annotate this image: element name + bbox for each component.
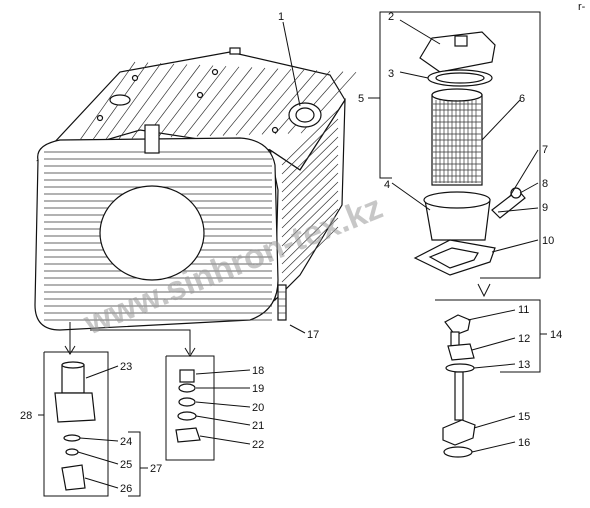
valve-group xyxy=(165,355,215,461)
callout-18: 18 xyxy=(252,365,264,377)
strap-bracket xyxy=(144,124,160,154)
nut-washer xyxy=(443,446,473,458)
hatch-line xyxy=(281,145,339,202)
callout-19: 19 xyxy=(252,383,264,395)
callout-11: 11 xyxy=(518,304,529,316)
hatch-line xyxy=(261,70,318,135)
callout-7: 7 xyxy=(542,144,548,156)
valve-ball xyxy=(178,397,196,407)
callout-numbers: 1 2 3 4 5 6 7 8 9 10 11 12 13 14 15 16 1… xyxy=(20,11,562,495)
callout-13: 13 xyxy=(518,359,530,371)
hatch-line xyxy=(196,67,253,137)
hatch-line xyxy=(170,65,227,138)
callout-16: 16 xyxy=(518,437,530,449)
drain-tap-assembly xyxy=(435,299,541,458)
hatch-line xyxy=(274,70,331,135)
hatch-line xyxy=(183,66,240,138)
hatch-line xyxy=(281,181,339,238)
fitting-ring xyxy=(65,448,79,456)
callout-14: 14 xyxy=(550,329,562,341)
callout-27: 27 xyxy=(150,463,162,475)
valve-cap xyxy=(179,369,195,383)
hatch-line xyxy=(131,64,188,139)
hatch-line xyxy=(281,226,339,283)
callout-3: 3 xyxy=(388,68,394,80)
callout-10: 10 xyxy=(542,235,554,247)
hatch-line xyxy=(281,217,339,274)
hatch-line xyxy=(281,190,339,247)
tap-body xyxy=(447,343,475,361)
hatch-line xyxy=(281,109,339,166)
tap-stem xyxy=(454,371,464,421)
callout-15: 15 xyxy=(518,411,530,423)
callout-17: 17 xyxy=(307,329,319,341)
callout-9: 9 xyxy=(542,202,548,214)
direction-arrow xyxy=(477,283,491,298)
tap-nut xyxy=(442,419,476,446)
tank-side-hatching xyxy=(281,109,339,283)
corner-mark: r- xyxy=(578,1,586,13)
fitting-plug xyxy=(61,464,86,491)
hatch-line xyxy=(79,61,136,141)
tank-inspection-cover xyxy=(99,185,205,281)
hatch-line xyxy=(281,208,339,265)
hatch-line xyxy=(209,67,266,137)
hatch-line xyxy=(281,127,339,184)
callout-4: 4 xyxy=(384,179,390,191)
hatch-line xyxy=(222,68,279,136)
hatch-line xyxy=(118,63,175,140)
hatch-line xyxy=(281,172,339,229)
valve-washer xyxy=(177,411,197,421)
filter-assembly xyxy=(379,11,541,279)
callout-28: 28 xyxy=(20,410,32,422)
callout-23: 23 xyxy=(120,361,132,373)
callout-2: 2 xyxy=(388,11,394,23)
fitting-body xyxy=(61,364,85,394)
hatch-line xyxy=(157,65,214,138)
hatch-line xyxy=(105,62,162,140)
callout-22: 22 xyxy=(252,439,264,451)
hatch-line xyxy=(235,68,292,136)
leader-lines xyxy=(38,19,547,489)
callout-5: 5 xyxy=(358,93,364,105)
callout-8: 8 xyxy=(542,178,548,190)
valve-seat xyxy=(175,427,201,443)
callout-25: 25 xyxy=(120,459,132,471)
hatch-line xyxy=(281,118,339,175)
callout-26: 26 xyxy=(120,483,132,495)
callout-24: 24 xyxy=(120,436,132,448)
hatch-line xyxy=(281,163,339,220)
hatch-line xyxy=(281,136,339,193)
hatch-line xyxy=(281,199,339,256)
top-fitting xyxy=(109,94,131,106)
fuel-tank xyxy=(34,47,357,331)
fitting-washer xyxy=(63,434,81,442)
callout-12: 12 xyxy=(518,333,530,345)
drain-fitting-assembly xyxy=(43,322,196,497)
callout-6: 6 xyxy=(519,93,525,105)
callout-21: 21 xyxy=(252,420,264,432)
stud xyxy=(277,284,287,321)
tap-washer xyxy=(445,363,475,373)
callout-1: 1 xyxy=(278,11,284,23)
valve-spring xyxy=(178,383,196,393)
hatch-line xyxy=(281,154,339,211)
callout-20: 20 xyxy=(252,402,264,414)
